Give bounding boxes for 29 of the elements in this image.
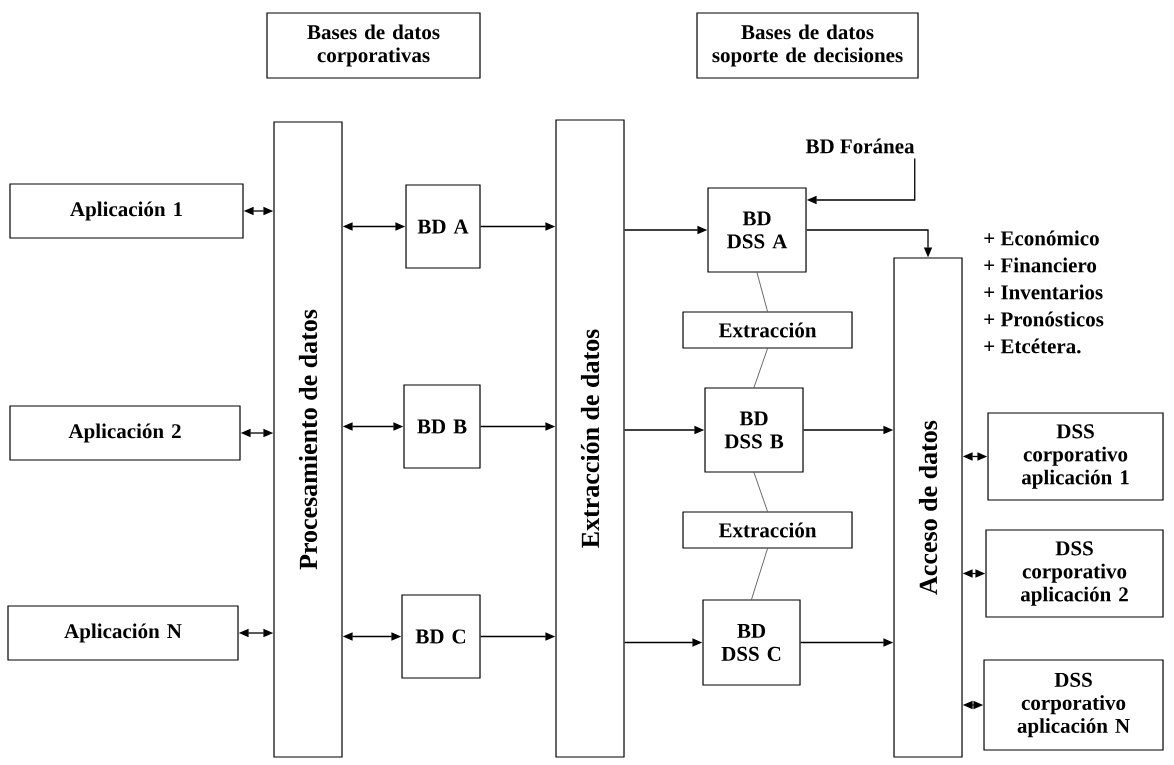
vertical-bar-box: Acceso de datos <box>893 257 963 758</box>
process-box: BD C <box>401 594 481 679</box>
connector-line <box>753 348 768 388</box>
node-text: BD Foránea <box>805 138 915 154</box>
process-box: BD DSS A <box>707 187 807 273</box>
process-box: Aplicación N <box>7 605 239 661</box>
list-item: + Etcétera. <box>984 338 1081 354</box>
list-item: + Pronósticos <box>984 311 1104 327</box>
connector-line <box>753 472 768 512</box>
list-item: + Financiero <box>984 257 1097 273</box>
process-box: DSS corporativo aplicación 2 <box>985 529 1164 618</box>
process-box: Bases de datos corporativas <box>266 12 481 79</box>
list-item: + Económico <box>984 230 1099 246</box>
process-box: Bases de datos soporte de decisiones <box>696 12 919 79</box>
process-box: DSS corporativo aplicación 1 <box>987 412 1164 501</box>
vertical-bar-box: Extracción de datos <box>555 119 625 758</box>
process-box: DSS corporativo aplicación N <box>983 659 1164 751</box>
process-box: BD A <box>405 184 481 269</box>
process-box: Extracción <box>682 511 853 549</box>
process-box: Aplicación 2 <box>9 405 241 461</box>
process-box: Aplicación 1 <box>9 183 244 239</box>
connector-line <box>751 548 768 600</box>
process-box: Extracción <box>682 311 853 349</box>
vertical-bar-box: Procesamiento de datos <box>273 121 343 758</box>
process-box: BD DSS B <box>704 387 804 473</box>
connector-line <box>756 272 768 312</box>
process-box: BD B <box>403 384 481 469</box>
process-box: BD DSS C <box>702 599 801 686</box>
list-item: + Inventarios <box>984 284 1103 300</box>
